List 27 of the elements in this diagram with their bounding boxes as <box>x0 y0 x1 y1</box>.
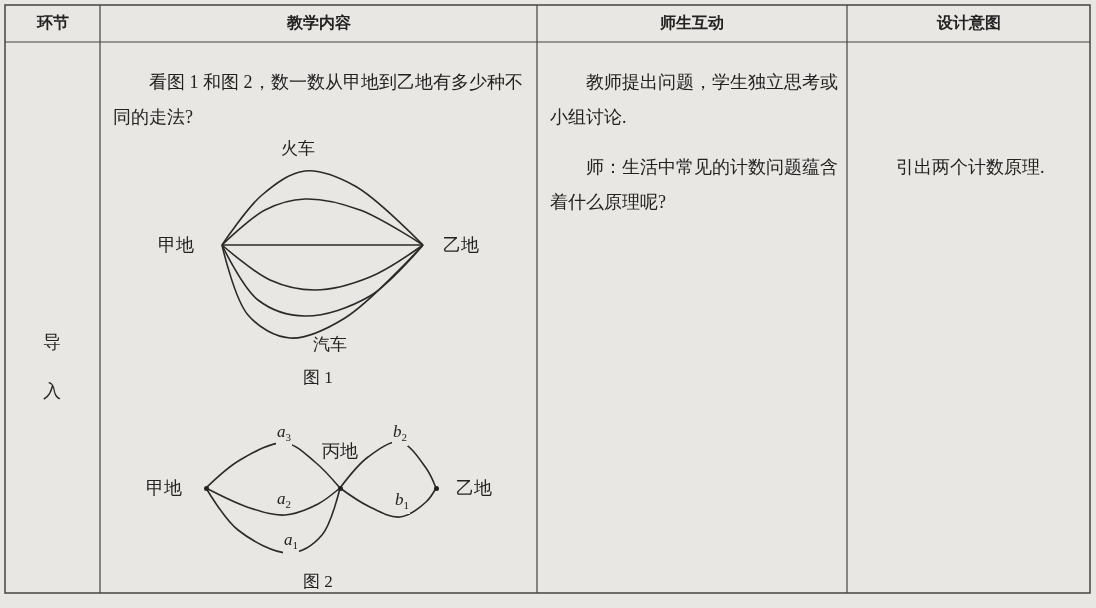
figure-caption: 图 1 <box>303 367 333 389</box>
column-header: 师生互动 <box>659 13 725 33</box>
teacher-student-text: 教师提出问题，学生独立思考或小组讨论. <box>550 71 839 129</box>
route-line <box>221 244 424 339</box>
stage-label: 导入 <box>43 331 61 403</box>
route-line <box>205 442 341 489</box>
place-label: 甲地 <box>146 477 208 499</box>
place-label: 乙地 <box>434 477 492 499</box>
column-header: 环节 <box>35 13 70 33</box>
question-text: 看图 1 和图 2，数一数从甲地到乙地有多少种不同的走法? <box>113 71 524 129</box>
figure-caption: 图 2 <box>303 571 333 593</box>
route-line <box>221 198 424 246</box>
route-line <box>339 441 437 489</box>
edge-label: b$_{2}$ <box>392 423 408 447</box>
route-label: 火车 <box>281 138 315 160</box>
route-line <box>221 244 424 291</box>
place-label: 甲地 <box>158 234 224 256</box>
column-header: 教学内容 <box>285 13 352 33</box>
column-header: 设计意图 <box>935 13 1002 33</box>
route-line <box>221 169 424 246</box>
route-label: 汽车 <box>313 334 347 356</box>
design-intent-text: 引出两个计数原理. <box>895 156 1046 179</box>
place-label: 乙地 <box>421 234 479 256</box>
route-line <box>221 244 424 246</box>
teacher-student-text: 师：生活中常见的计数问题蕴含着什么原理呢? <box>550 156 839 214</box>
place-label: 丙地 <box>318 440 362 490</box>
edge-label: b$_{1}$ <box>394 491 410 515</box>
